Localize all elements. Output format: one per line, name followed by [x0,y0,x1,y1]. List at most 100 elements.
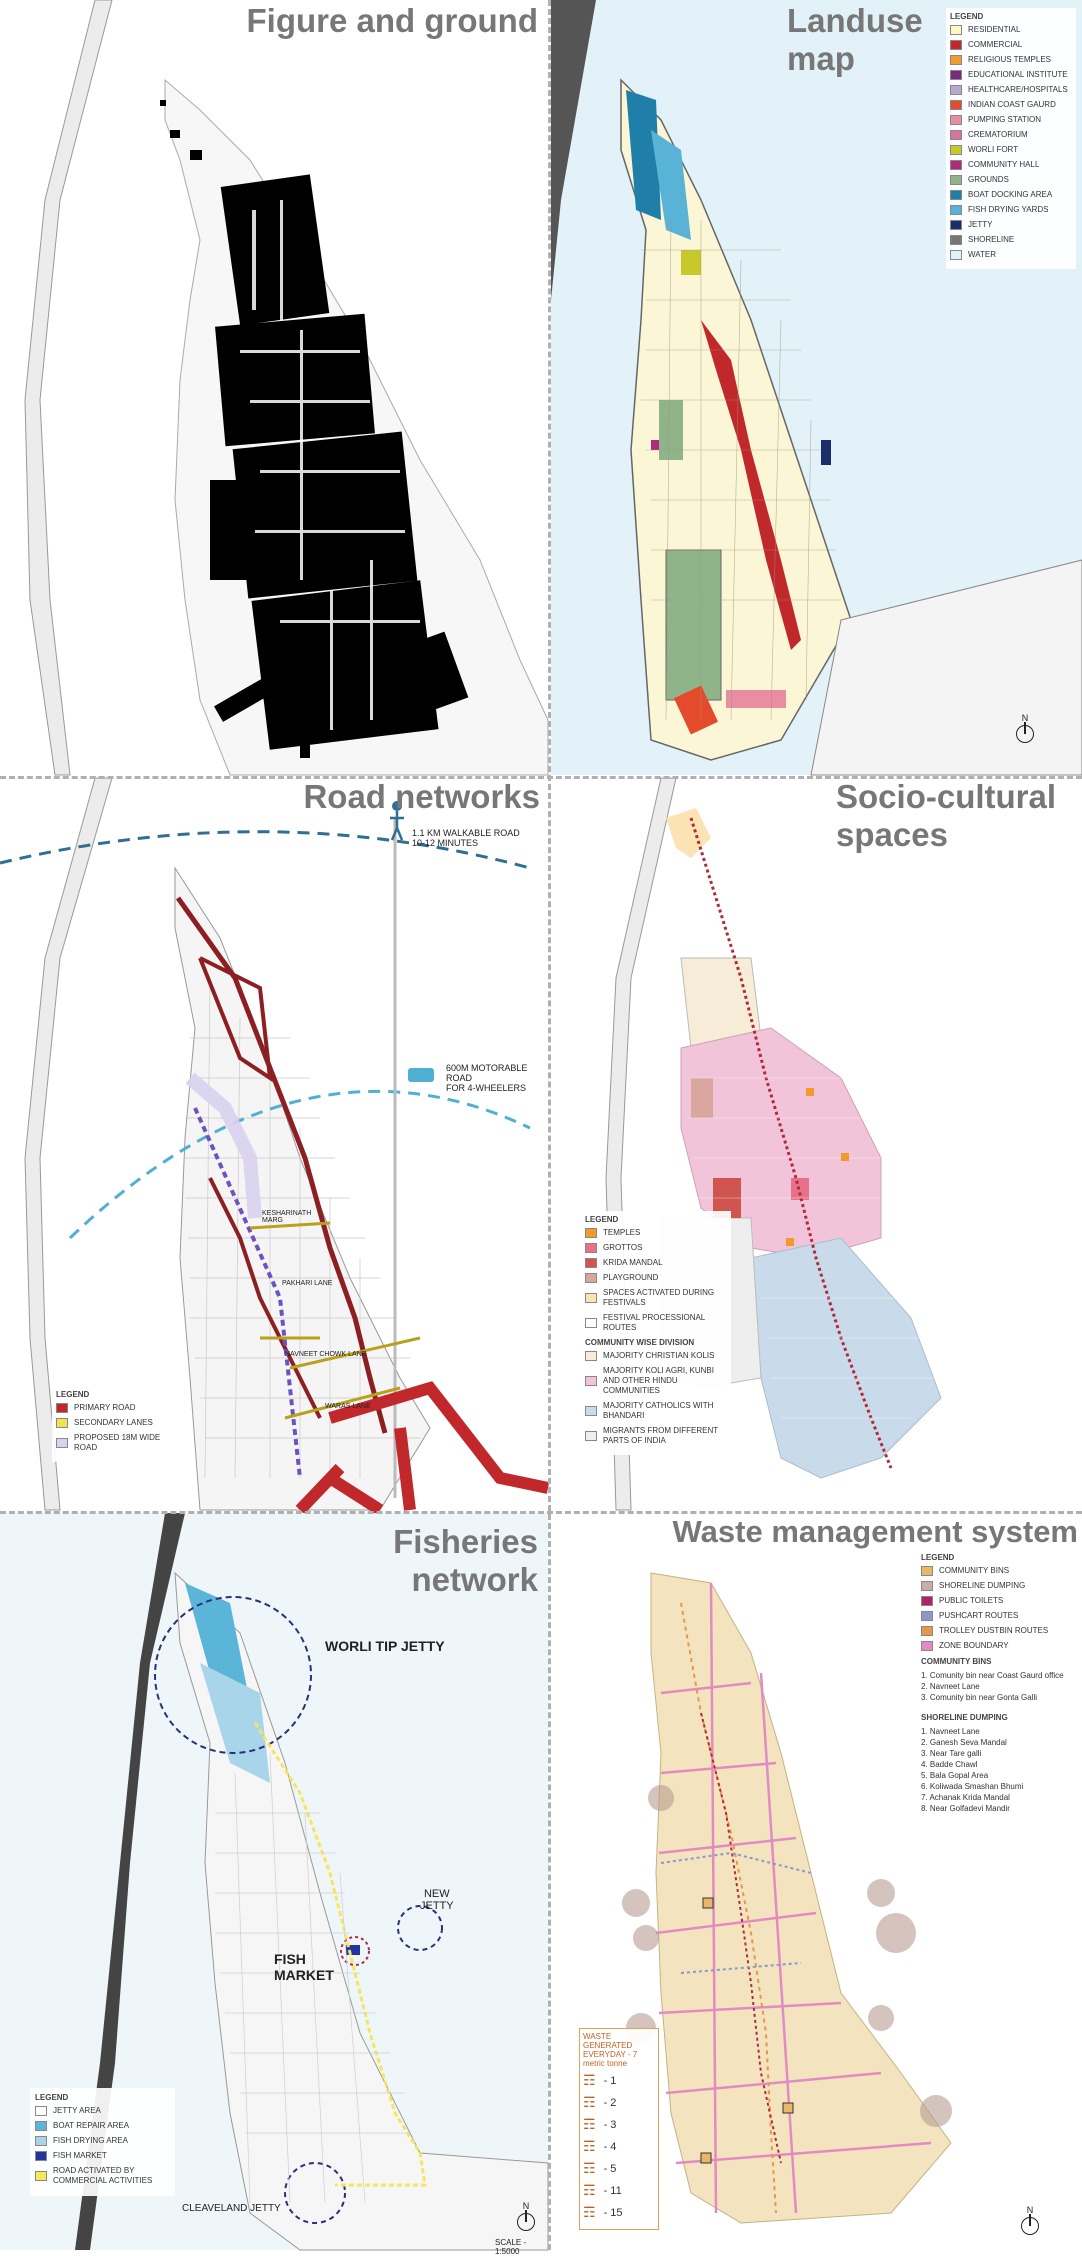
scale-label: SCALE - 1:5000 [495,2238,527,2256]
trash-cart-icon: ☶ [583,2204,596,2220]
waste-amount-label: - 4 [603,2140,617,2153]
legend-item: PUSHCART ROUTES [921,1611,1077,1621]
motor-note-line1: 600M MOTORABLE [446,1063,528,1073]
legend-item: ZONE BOUNDARY [921,1641,1077,1651]
legend-text-item: 2. Navneet Lane [921,1682,980,1691]
fisheries-north-icon: N [517,2201,535,2231]
waste-panel: Waste management system LEGEND COMMUNITY… [551,1513,1082,2250]
legend-item: BOAT DOCKING AREA [950,190,1072,200]
legend-swatch [950,85,962,95]
legend-label: PLAYGROUND [603,1273,659,1282]
legend-swatch [585,1406,597,1416]
legend-label: MAJORITY CHRISTIAN KOLIS [603,1351,715,1360]
legend-label: SHORELINE [968,235,1015,244]
figure-ground-panel: Figure and ground [0,0,549,776]
road-networks-title: Road networks [303,778,540,815]
legend-swatch [585,1376,597,1386]
legend-text-item: 1. Navneet Lane [921,1727,980,1736]
legend-swatch [950,145,962,155]
legend-swatch [950,235,962,245]
waste-amount-item: ☶- 15 [583,2204,655,2221]
legend-label: FESTIVAL PROCESSIONAL ROUTES [603,1313,705,1332]
legend-swatch [921,1581,933,1591]
legend-item: MIGRANTS FROM DIFFERENT PARTS OF INDIA [585,1426,727,1446]
legend-item: FESTIVAL PROCESSIONAL ROUTES [585,1313,727,1333]
legend-item: FISH DRYING AREA [35,2136,170,2146]
walk-note: 1.1 KM WALKABLE ROAD 10-12 MINUTES [412,828,520,848]
socio-title-line1: Socio-cultural [836,778,1057,815]
legend-item: TEMPLES [585,1228,727,1238]
legend-swatch [950,70,962,80]
landuse-map [551,0,1082,776]
legend-swatch [921,1641,933,1651]
legend-swatch [950,40,962,50]
fish-market-label: FISH MARKET [274,1951,334,1983]
legend-swatch [585,1318,597,1328]
legend-label: FISH DRYING AREA [53,2136,128,2145]
legend-item: MAJORITY KOLI AGRI, KUNBI AND OTHER HIND… [585,1366,727,1396]
legend-swatch [585,1258,597,1268]
legend-label: GROTTOS [603,1243,643,1252]
fish-market-line2: MARKET [274,1967,334,1983]
legend-swatch [950,190,962,200]
fish-market-line1: FISH [274,1951,306,1967]
legend-item: FISH DRYING YARDS [950,205,1072,215]
legend-label: BOAT REPAIR AREA [53,2121,130,2130]
legend-item: RELIGIOUS TEMPLES [950,55,1072,65]
legend-swatch [35,2136,47,2146]
socio-cultural-title: Socio-cultural spaces [836,778,1056,854]
legend-text-item: 2. Ganesh Seva Mandal [921,1738,1007,1747]
legend-item: COMMUNITY BINS [921,1566,1077,1576]
fisheries-title-line2: network [411,1561,538,1598]
legend-item: COMMERCIAL [950,40,1072,50]
legend-swatch [950,55,962,65]
legend-item: SPACES ACTIVATED DURING FESTIVALS [585,1288,727,1308]
legend-text-item: 4. Badde Chawl [921,1760,978,1769]
legend-label: COMMUNITY BINS [939,1566,1010,1575]
legend-item: GROUNDS [950,175,1072,185]
legend-label: BOAT DOCKING AREA [968,190,1053,199]
legend-label: KRIDA MANDAL [603,1258,663,1267]
legend-label: GROUNDS [968,175,1009,184]
trash-cart-icon: ☶ [583,2182,596,2198]
legend-swatch [585,1243,597,1253]
waste-amount-label: - 2 [603,2096,617,2109]
figure-ground-map [24,0,549,776]
legend-text-item: 5. Bala Gopal Area [921,1771,989,1780]
north-label: N [522,2201,530,2211]
legend-label: MAJORITY CATHOLICS WITH BHANDARI [603,1401,714,1420]
socio-title-line2: spaces [836,816,948,853]
trash-cart-icon: ☶ [583,2094,596,2110]
fisheries-legend-title: LEGEND [35,2093,69,2102]
trash-cart-icon: ☶ [583,2072,596,2088]
horizontal-divider-2 [0,1511,1082,1514]
landuse-legend-title: LEGEND [950,12,984,21]
legend-swatch [950,130,962,140]
landuse-legend: LEGEND RESIDENTIAL COMMERCIAL RELIGIOUS TE… [946,8,1076,269]
legend-item: PUMPING STATION [950,115,1072,125]
legend-label: ZONE BOUNDARY [939,1641,1009,1650]
legend-item: WATER [950,250,1072,260]
road-networks-map [0,777,550,1516]
landuse-title: Landuse map [787,2,923,78]
legend-item: PROPOSED 18M WIDE ROAD [56,1433,183,1453]
legend-swatch [921,1566,933,1576]
legend-label: SPACES ACTIVATED DURING FESTIVALS [603,1288,715,1307]
landuse-title-line2: map [787,40,855,77]
legend-label: RELIGIOUS TEMPLES [968,55,1051,64]
legend-text-item: 3. Near Tare galli [921,1749,982,1758]
socio-legend-title: LEGEND [585,1215,619,1224]
legend-item: JETTY [950,220,1072,230]
waste-amount-label: - 3 [603,2118,617,2131]
legend-item: INDIAN COAST GAURD [950,100,1072,110]
walk-note-line1: 1.1 KM WALKABLE ROAD [412,828,520,838]
landuse-title-line1: Landuse [787,2,923,39]
legend-swatch [950,100,962,110]
legend-item: RESIDENTIAL [950,25,1072,35]
legend-swatch [585,1351,597,1361]
landuse-panel: Landuse map LEGEND RESIDENTIAL COMMERCIAL… [551,0,1082,776]
road-label-kesharinath: KESHARINATH MARG [262,1210,312,1224]
legend-item: SECONDARY LANES [56,1418,183,1428]
shoreline-dumping-title: SHORELINE DUMPING [921,1713,1008,1722]
